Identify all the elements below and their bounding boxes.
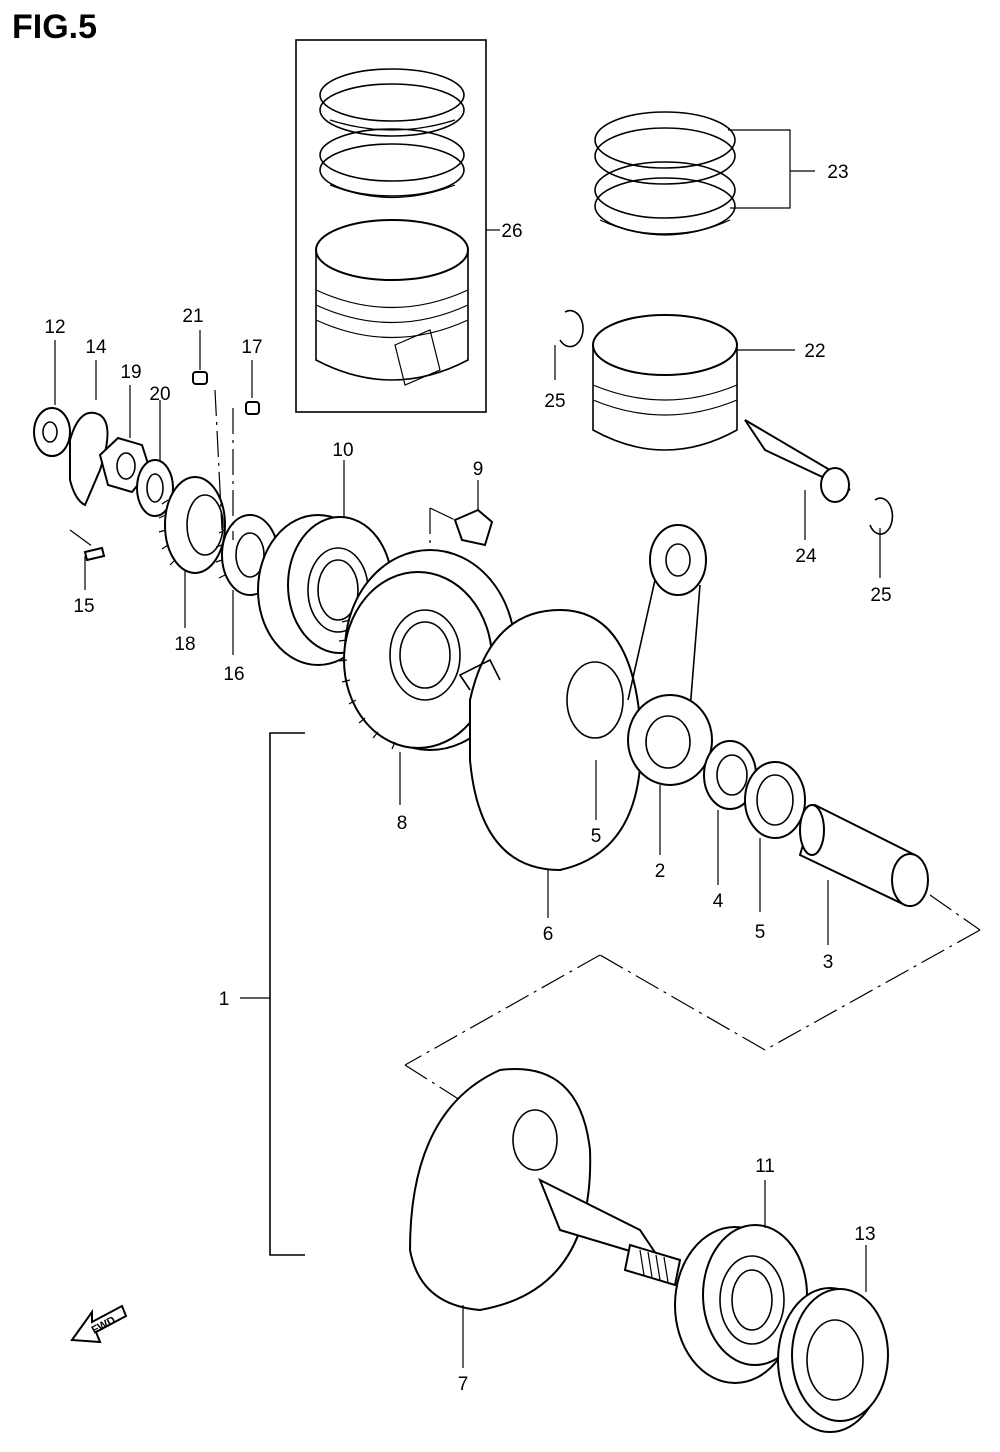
fwd-label: FWD (90, 1314, 118, 1336)
callout-25-left: 25 (544, 391, 565, 412)
callout-21: 21 (182, 306, 203, 327)
callout-19: 19 (120, 362, 141, 383)
piston-rings-group (594, 111, 815, 236)
lock-plate-14 (69, 411, 109, 507)
callout-11: 11 (755, 1156, 775, 1177)
piston-body (315, 250, 469, 381)
left-small-parts-group (33, 330, 279, 655)
piston-ring-second (319, 128, 465, 182)
callout-20: 20 (149, 384, 170, 405)
fwd-arrow-icon: FWD (70, 1304, 128, 1344)
oil-seal-13 (777, 1245, 889, 1433)
callout-9: 9 (473, 459, 484, 480)
callout-26: 26 (501, 221, 522, 242)
circlip-right (869, 497, 894, 535)
piston-group (554, 309, 894, 578)
centerlines (404, 894, 981, 1101)
piston-kit-frame (295, 39, 487, 413)
callout-7: 7 (458, 1374, 469, 1395)
callout-23: 23 (827, 162, 848, 183)
callout-5-upper: 5 (591, 826, 602, 847)
screw-15 (83, 546, 106, 562)
callout-5-lower: 5 (755, 922, 766, 943)
callout-3: 3 (823, 952, 834, 973)
callout-24: 24 (795, 546, 817, 567)
crank-half-7 (408, 1068, 682, 1368)
callout-22: 22 (804, 341, 825, 362)
figure-title: FIG.5 (12, 8, 97, 46)
key-21 (192, 371, 208, 385)
bearing-11 (674, 1180, 808, 1384)
callout-16: 16 (223, 664, 244, 685)
piston-kit-group (295, 39, 500, 413)
crank-web-6 (458, 608, 642, 918)
assembly-bracket (269, 732, 305, 1256)
callout-13: 13 (854, 1224, 875, 1245)
callout-labels: 1 2 3 4 5 5 6 7 8 9 10 11 12 13 14 15 16… (44, 162, 891, 1395)
callout-4: 4 (713, 891, 724, 912)
key-17 (245, 401, 260, 415)
crank-pin-3 (798, 803, 929, 945)
washer-12 (33, 407, 71, 457)
callout-15: 15 (73, 596, 94, 617)
piston-crown (315, 219, 469, 281)
callout-12: 12 (44, 317, 65, 338)
callout-14: 14 (85, 337, 107, 358)
gear-18 (164, 476, 226, 574)
connecting-rod-2 (627, 524, 713, 855)
piston-ring-top (319, 68, 465, 122)
callout-18: 18 (174, 634, 195, 655)
circlip-left (559, 309, 584, 348)
callout-10: 10 (332, 440, 353, 461)
callout-6: 6 (543, 924, 554, 945)
callout-8: 8 (397, 813, 408, 834)
callout-2: 2 (655, 861, 666, 882)
callout-25-right: 25 (870, 585, 891, 606)
piston-pin (744, 419, 851, 491)
callout-17: 17 (241, 337, 262, 358)
callout-1: 1 (219, 989, 230, 1010)
thrust-washer-5 (744, 761, 806, 912)
